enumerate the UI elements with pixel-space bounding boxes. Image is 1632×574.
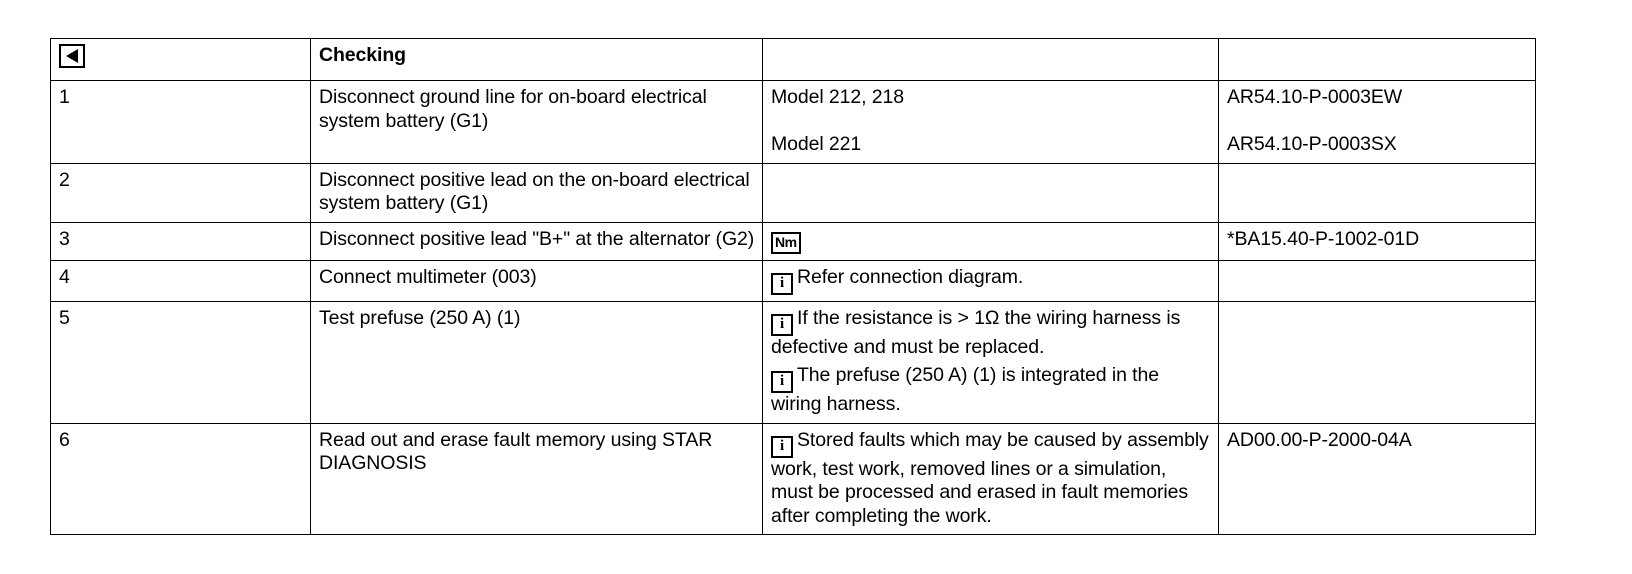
header-cell-back[interactable] xyxy=(50,38,311,81)
reference-cell xyxy=(1218,162,1536,223)
table-header-row: Checking xyxy=(50,38,1536,81)
table-row: 6 Read out and erase fault memory using … xyxy=(50,422,1536,535)
header-cell-operation: Checking xyxy=(310,38,763,81)
note-text: The prefuse (250 A) (1) is integrated in… xyxy=(771,364,1159,415)
header-cell-reference xyxy=(1218,38,1536,81)
operation-text: Connect multimeter (003) xyxy=(319,265,537,288)
header-cell-note xyxy=(762,38,1219,81)
table-row: 3 Disconnect positive lead "B+" at the a… xyxy=(50,221,1536,261)
torque-nm-icon[interactable]: Nm xyxy=(771,231,801,254)
step-number-cell: 3 xyxy=(50,221,311,261)
table-row: 1 Disconnect ground line for on-board el… xyxy=(50,80,1536,164)
operation-text: Disconnect positive lead "B+" at the alt… xyxy=(319,227,755,250)
operation-cell: Disconnect positive lead on the on-board… xyxy=(310,162,763,223)
step-number-cell: 1 xyxy=(50,80,311,164)
header-operation-label: Checking xyxy=(319,44,406,66)
reference-code[interactable]: AR54.10-P-0003EW xyxy=(1227,86,1403,108)
reference-code[interactable]: *BA15.40-P-1002-01D xyxy=(1227,227,1420,250)
step-number-cell: 6 xyxy=(50,422,311,535)
note-cell: Model 212, 218 Model 221 xyxy=(762,80,1219,164)
step-number: 5 xyxy=(59,306,70,329)
note-text: Model 212, 218 xyxy=(771,86,905,108)
operation-text: Disconnect ground line for on-board elec… xyxy=(319,86,707,132)
step-number: 4 xyxy=(59,265,70,288)
step-number: 6 xyxy=(59,428,70,451)
note-text: Stored faults which may be caused by ass… xyxy=(771,428,1209,527)
info-icon: i xyxy=(771,371,793,393)
note-text: Model 221 xyxy=(771,133,862,155)
step-number-cell: 4 xyxy=(50,259,311,302)
spacer-line xyxy=(1227,110,1528,134)
operation-cell: Disconnect ground line for on-board elec… xyxy=(310,80,763,164)
reference-cell: AD00.00-P-2000-04A xyxy=(1218,422,1536,535)
reference-cell xyxy=(1218,300,1536,424)
reference-cell xyxy=(1218,259,1536,302)
reference-code[interactable]: AR54.10-P-0003SX xyxy=(1227,133,1397,155)
note-text: If the resistance is > 1Ω the wiring har… xyxy=(771,306,1181,358)
reference-cell: *BA15.40-P-1002-01D xyxy=(1218,221,1536,261)
operation-text: Read out and erase fault memory using ST… xyxy=(319,428,713,475)
step-number-cell: 5 xyxy=(50,300,311,424)
info-icon: i xyxy=(771,313,793,336)
operation-text: Disconnect positive lead on the on-board… xyxy=(319,168,750,215)
reference-cell: AR54.10-P-0003EW AR54.10-P-0003SX xyxy=(1218,80,1536,164)
checking-procedure-table: Checking 1 Disconnect ground line for on… xyxy=(50,38,1536,535)
note-text: Refer connection diagram. xyxy=(797,265,1024,288)
operation-cell: Disconnect positive lead "B+" at the alt… xyxy=(310,221,763,261)
step-number: 1 xyxy=(59,86,70,108)
step-number: 3 xyxy=(59,227,70,250)
table-row: 2 Disconnect positive lead on the on-boa… xyxy=(50,162,1536,223)
note-cell: Nm xyxy=(762,221,1219,261)
note-cell xyxy=(762,162,1219,223)
operation-text: Test prefuse (250 A) (1) xyxy=(319,306,521,329)
info-icon: i xyxy=(771,435,793,458)
spacer-line xyxy=(771,110,1211,134)
operation-cell: Connect multimeter (003) xyxy=(310,259,763,302)
operation-cell: Test prefuse (250 A) (1) xyxy=(310,300,763,424)
reference-code[interactable]: AD00.00-P-2000-04A xyxy=(1227,428,1412,451)
step-number: 2 xyxy=(59,168,70,191)
info-icon: i xyxy=(771,272,793,295)
step-number-cell: 2 xyxy=(50,162,311,223)
operation-cell: Read out and erase fault memory using ST… xyxy=(310,422,763,535)
back-arrow-icon[interactable] xyxy=(59,44,85,68)
